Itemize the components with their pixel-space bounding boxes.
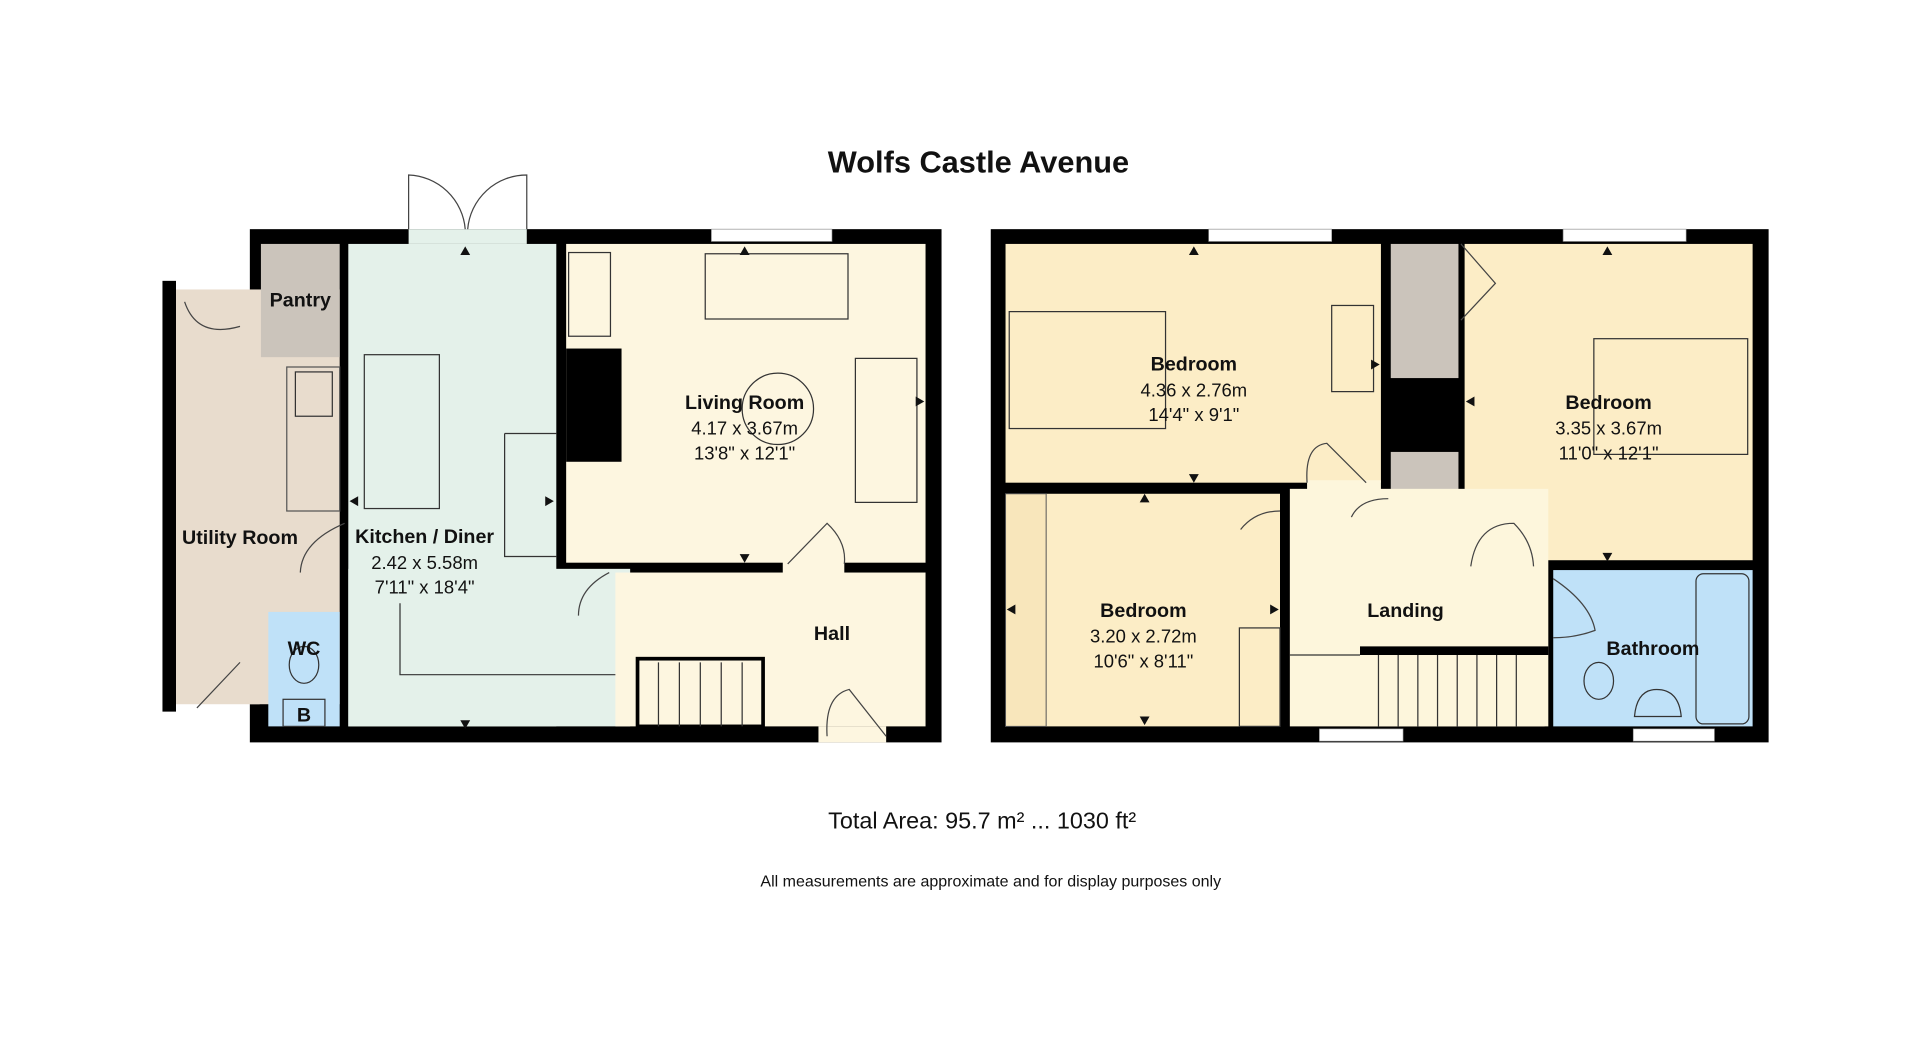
bedroom-1-label: Bedroom [1151,354,1237,376]
kitchen-units [399,432,631,676]
doors-ground [184,301,887,737]
sink [294,371,333,417]
boiler-box [282,698,326,728]
bedroom-2-dims-m: 3.35 x 3.67m [1555,418,1662,439]
stair-treads [657,662,743,727]
kitchen-dims-m: 2.42 x 5.58m [371,552,478,573]
desk-1 [1331,304,1375,393]
living-room-label: Living Room [685,392,804,414]
window-bath [1632,728,1715,742]
disclaimer: All measurements are approximate and for… [760,873,1221,890]
desk [568,251,612,337]
stairs-upper [1360,655,1545,727]
bedroom-1-dims-ft: 14'4" x 9'1" [1148,404,1239,425]
french-doors [408,174,528,230]
kitchen-dims-ft: 7'11" x 18'4" [375,576,475,597]
living-dims-m: 4.17 x 3.67m [691,418,798,439]
bedroom-3-dims-m: 3.20 x 2.72m [1090,626,1197,647]
fireplace [566,348,622,462]
bath [1695,573,1750,725]
bedroom-3-label: Bedroom [1100,600,1186,622]
bathroom-label: Bathroom [1606,638,1699,660]
bedroom-2-dims-ft: 11'0" x 12'1" [1559,442,1659,463]
landing-label: Landing [1367,600,1444,622]
sofa [704,253,849,320]
bedroom-1-dims-m: 4.36 x 2.76m [1141,380,1248,401]
glass-doors-gap [408,229,527,244]
dining-table [363,354,440,510]
toilet [288,645,320,684]
pantry-label: Pantry [270,290,331,312]
pantry [260,243,340,358]
front-door-gap [818,726,887,743]
plan-title: Wolfs Castle Avenue [828,145,1129,180]
bath-toilet [1583,661,1615,700]
utility-room-label: Utility Room [182,527,298,549]
living-room [566,243,926,563]
bedroom-1 [1005,243,1381,483]
first-floor: Bedroom 4.36 x 2.76m 14'4" x 9'1" Bedroo… [990,228,1769,743]
boiler-label: B [297,704,311,726]
landing-opening [1307,480,1381,493]
utility-gap [249,369,260,705]
window-landing [1319,728,1404,742]
hall-opening [782,560,845,575]
kitchen-label: Kitchen / Diner [355,526,494,548]
wc-label: WC [288,638,321,660]
window [711,228,833,242]
sofa-side [854,357,918,503]
kitchen-counter [286,366,341,512]
bathroom [1553,570,1753,727]
cupboard-upper [1390,243,1459,379]
stair-treads-upper [1289,654,1517,727]
living-dims-ft: 13'8" x 12'1" [694,442,795,463]
utility-left-wall [162,280,176,712]
bed-1 [1008,311,1167,430]
stair-wall [1360,646,1549,655]
bedroom-3-dims-ft: 10'6" x 8'11" [1093,650,1193,671]
window-bed1 [1208,228,1332,242]
bedroom-3 [1005,493,1280,727]
ground-floor: Pantry Utility Room WC B Kitchen / Diner… [162,174,942,743]
coffee-table [741,372,815,446]
doors-first [1240,243,1596,639]
wardrobe-2 [1238,627,1281,727]
window-bed2 [1562,228,1687,242]
bedroom-2-label: Bedroom [1565,392,1651,414]
total-area: Total Area: 95.7 m² ... 1030 ft² [828,808,1136,834]
wc [268,611,340,727]
basin [1633,688,1682,718]
bed-2 [1593,338,1749,455]
hall-label: Hall [814,623,850,645]
